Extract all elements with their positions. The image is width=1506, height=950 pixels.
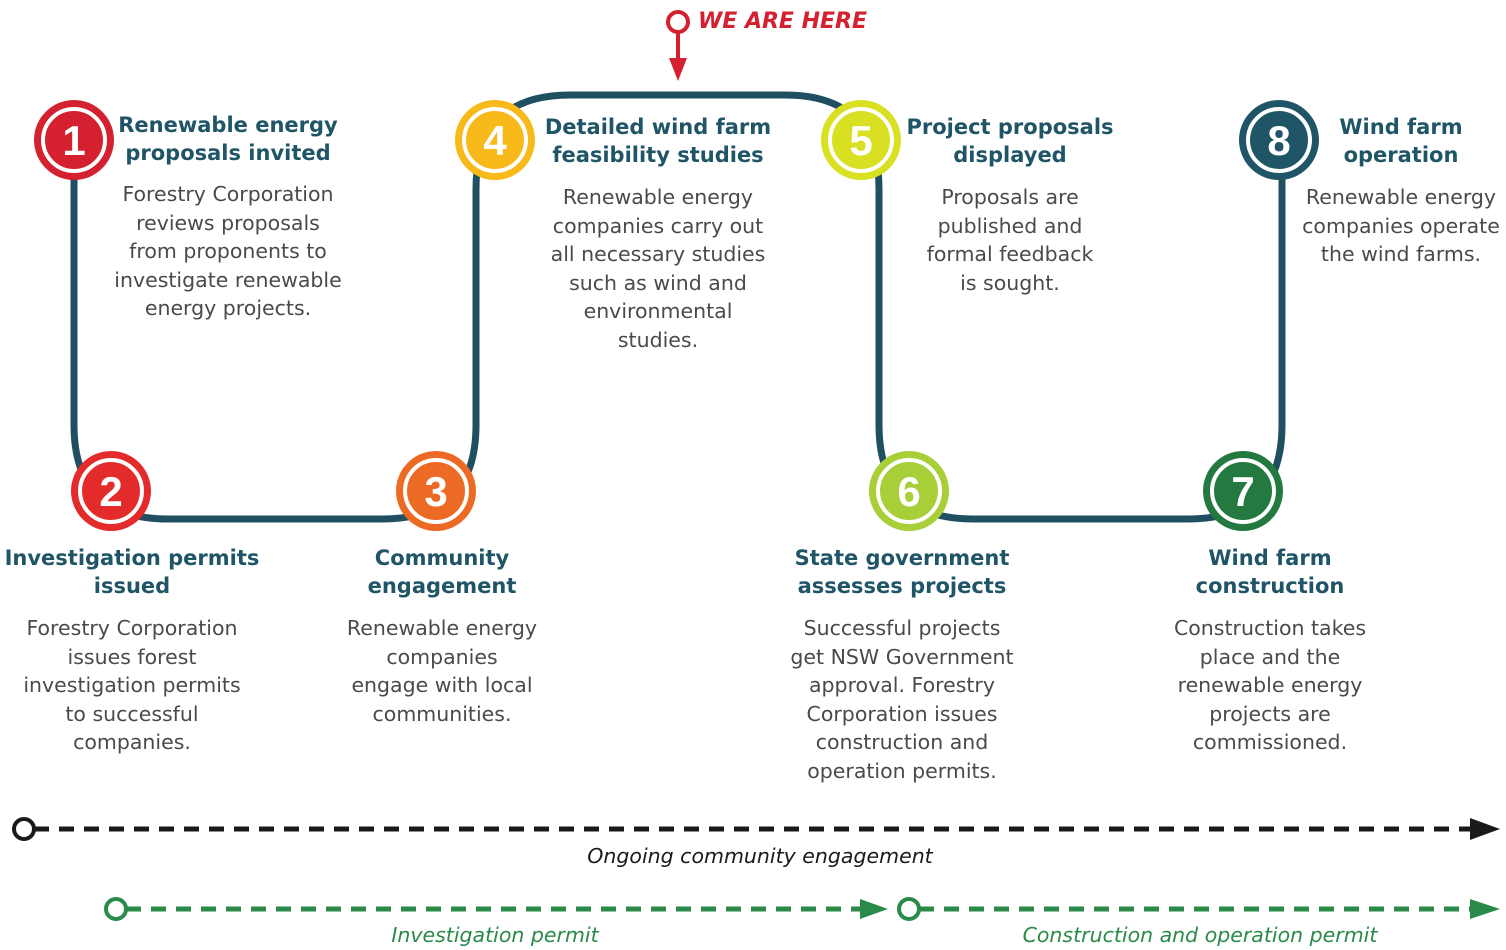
timeline-community-engagement [12,817,1500,841]
description-line: formal feedback [926,242,1094,266]
description-line: construction and [815,730,989,754]
description-line: companies carry out [552,213,764,238]
description-line: projects are [1209,701,1331,726]
step-5-description: Proposals are published and formal feedbac… [880,183,1140,297]
timeline-label-investigation-permit: Investigation permit [391,923,599,947]
description-line: companies [386,644,498,669]
step-6-number: 6 [897,468,920,515]
step-6-title: State government assesses projects [752,544,1052,600]
step-8-badge: 8 [1239,100,1319,180]
step-3-number: 3 [424,468,447,515]
title-line: issued [93,574,171,598]
description-line: Proposals are [941,185,1079,209]
step-7-description: Construction takes place and the renewable… [1140,614,1400,757]
description-line: studies. [617,327,699,352]
description-line: reviews proposals [136,210,320,235]
step-2-number: 2 [99,468,122,515]
description-line: communities. [372,701,512,726]
step-4-number: 4 [483,117,507,164]
step-2-description: Forestry Corporation issues forest investi… [0,614,282,757]
description-line: place and the [1199,644,1341,669]
step-3-badge: 3 [396,451,476,531]
description-line: Corporation issues [806,701,998,726]
step-4-description: Renewable energy companies carry out all n… [508,183,808,354]
description-line: all necessary studies [550,242,766,266]
step-5-badge: 5 [821,100,901,180]
description-line: Successful projects [803,616,1001,640]
step-3-title: Community engagement [312,544,572,600]
description-line: investigate renewable [114,267,342,292]
title-line: feasibility studies [552,143,764,167]
title-line: Wind farm [1208,546,1332,570]
description-line: companies operate [1302,213,1500,238]
timeline-label-construction-permit: Construction and operation permit [1022,923,1378,947]
step-1-badge: 1 [34,100,114,180]
description-line: commissioned. [1192,730,1348,754]
step-7-number: 7 [1231,468,1254,515]
description-line: engage with local [351,673,533,697]
description-line: environmental [583,299,733,323]
timeline-construction-permit [897,897,1500,921]
step-2-badge: 2 [71,451,151,531]
title-line: Investigation permits [4,546,260,570]
title-line: proposals invited [125,141,331,165]
step-1-description: Forestry Corporation reviews proposals fro… [78,180,378,323]
description-line: get NSW Government [790,644,1014,669]
description-line: such as wind and [569,270,747,295]
description-line: Renewable energy [1305,185,1497,209]
description-line: from proponents to [129,239,327,263]
step-6-description: Successful projects get NSW Government app… [752,614,1052,785]
title-line: construction [1195,574,1345,598]
step-5-number: 5 [849,117,872,164]
step-3-description: Renewable energy companies engage with loc… [312,614,572,728]
title-line: operation [1343,143,1459,167]
description-line: Construction takes [1173,616,1367,640]
step-4-title: Detailed wind farm feasibility studies [508,113,808,169]
description-line: issues forest [67,644,197,669]
title-line: Wind farm [1339,115,1463,139]
title-line: Detailed wind farm [544,115,772,139]
timeline-label-community: Ongoing community engagement [587,844,933,868]
description-line: companies. [73,730,191,754]
description-line: operation permits. [807,758,997,783]
description-line: to successful [65,701,199,726]
title-line: State government [794,546,1010,570]
timeline-investigation-permit [104,897,888,921]
title-line: Project proposals [906,115,1114,139]
description-line: investigation permits [23,673,241,697]
step-1-title: Renewable energy proposals invited [78,111,378,167]
description-line: is sought. [960,270,1060,295]
description-line: approval. Forestry [808,673,995,697]
description-line: Forestry Corporation [122,182,334,206]
title-line: displayed [953,143,1067,167]
step-5-title: Project proposals displayed [880,113,1140,169]
description-line: Renewable energy [562,185,754,209]
step-8-number: 8 [1267,117,1290,164]
description-line: Renewable energy [346,616,538,640]
process-path [70,91,1286,523]
title-line: Renewable energy [118,113,338,137]
step-4-badge: 4 [455,100,535,180]
title-line: assesses projects [797,574,1007,598]
title-line: Community [374,546,510,570]
step-8-title: Wind farm operation [1286,113,1506,169]
we-are-here-pin-icon [666,10,690,81]
step-6-badge: 6 [869,451,949,531]
step-1-number: 1 [62,117,85,164]
step-8-description: Renewable energy companies operate the win… [1286,183,1506,269]
step-7-title: Wind farm construction [1140,544,1400,600]
description-line: published and [937,213,1083,238]
description-line: Forestry Corporation [26,616,238,640]
step-7-badge: 7 [1203,451,1283,531]
title-line: engagement [367,574,517,598]
description-line: energy projects. [144,296,312,320]
we-are-here-label: WE ARE HERE [698,9,868,34]
description-line: the wind farms. [1320,242,1482,266]
step-2-title: Investigation permits issued [0,544,282,600]
description-line: renewable energy [1177,673,1363,697]
